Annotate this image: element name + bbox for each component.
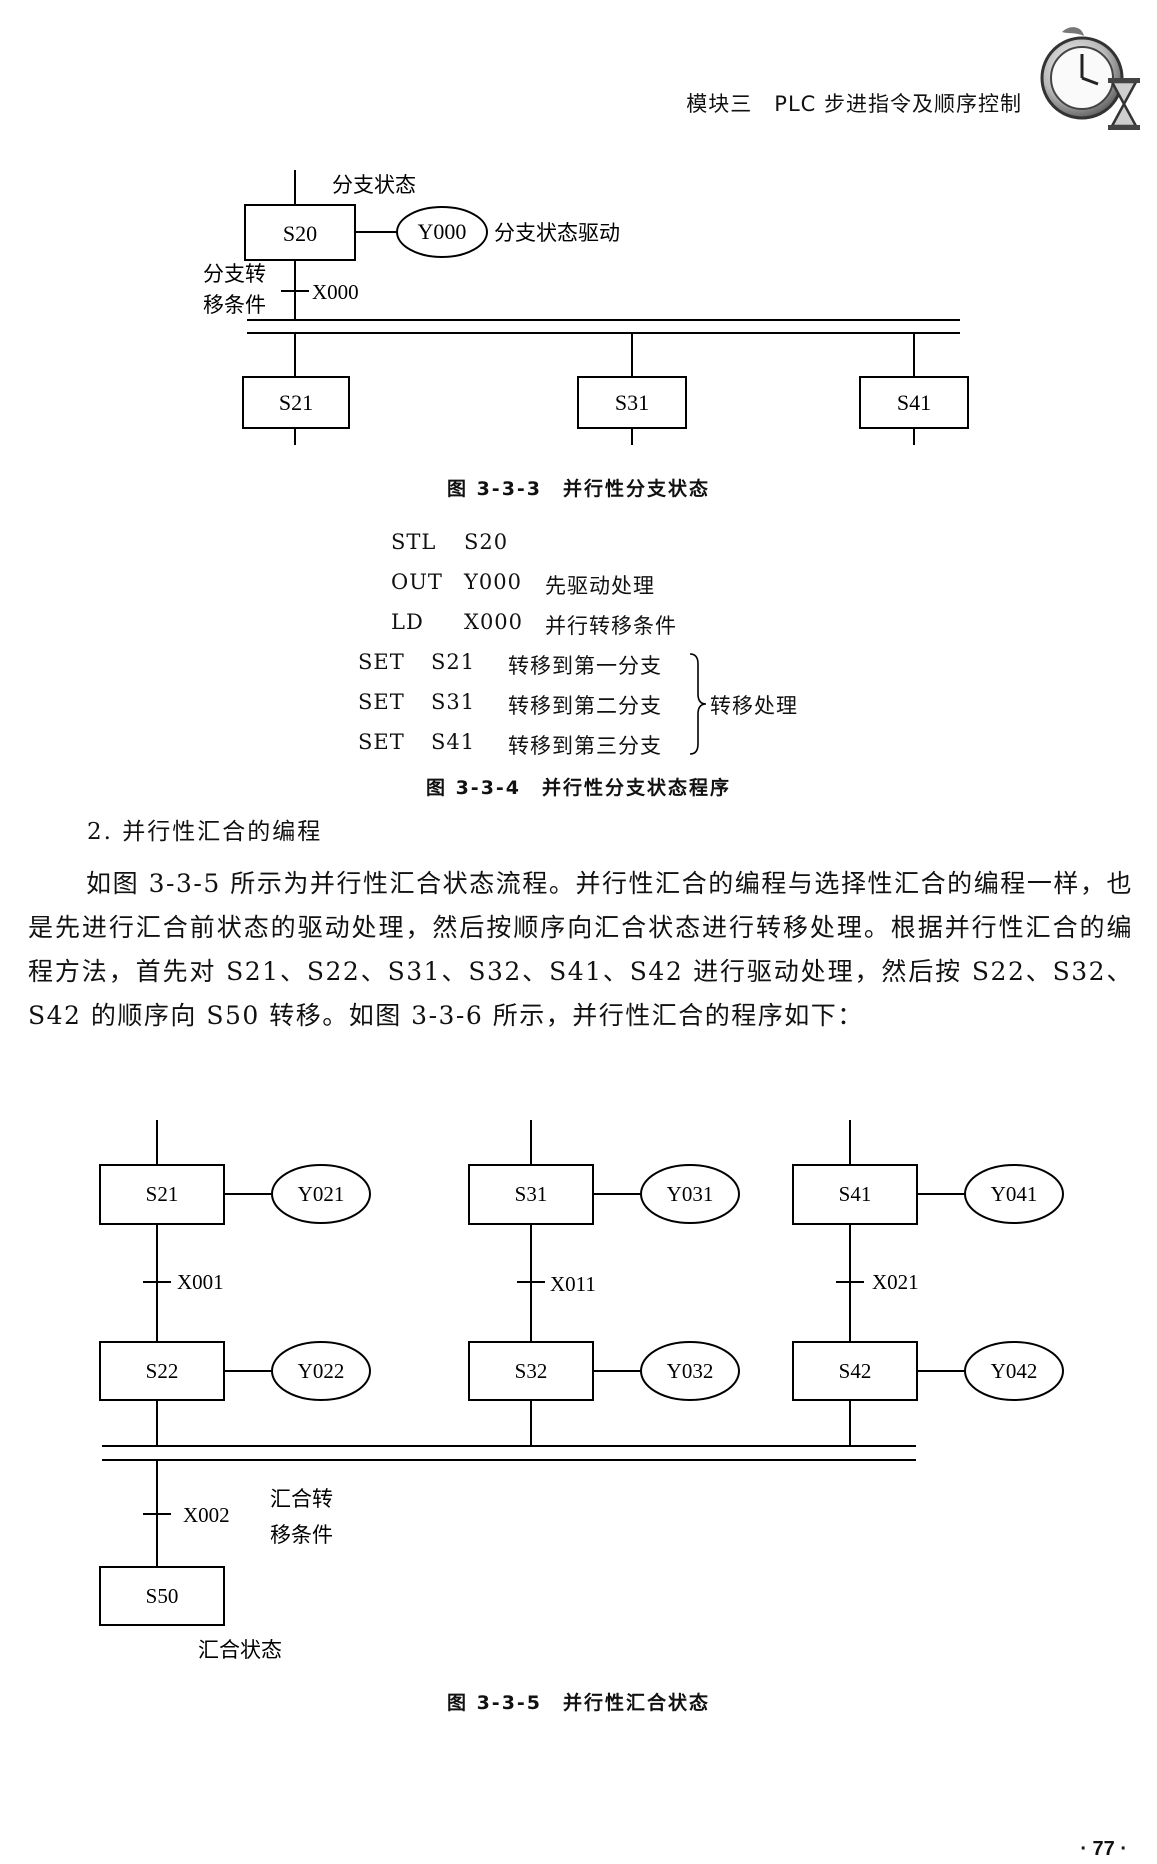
step-s41: S41 — [897, 390, 931, 415]
section-heading: 2. 并行性汇合的编程 — [87, 819, 323, 845]
code-op: SET — [358, 690, 405, 714]
code-op: SET — [358, 650, 405, 674]
code-op: LD — [391, 610, 424, 634]
code-comment: 转移到第二分支 — [508, 694, 662, 718]
code-arg: S31 — [431, 690, 476, 714]
right-brace-icon — [689, 653, 707, 755]
output-y042: Y042 — [991, 1359, 1038, 1383]
paragraph-text: 如图 3-3-5 所示为并行性汇合状态流程。并行性汇合的编程与选择性汇合的编程一… — [28, 869, 1133, 1030]
drive-label: 分支状态驱动 — [494, 221, 620, 245]
step-s42: S42 — [839, 1359, 872, 1383]
code-line-1: STL S20 — [391, 530, 507, 554]
code-line-2: OUT Y000 先驱动处理 — [391, 570, 654, 598]
clock-hourglass-icon — [1040, 27, 1140, 130]
step-s50: S50 — [146, 1584, 179, 1608]
cond-x021: X021 — [872, 1270, 919, 1294]
figure-caption-3-3-5: 图 3-3-5 并行性汇合状态 — [446, 1692, 711, 1714]
output-y000: Y000 — [418, 219, 467, 244]
output-y022: Y022 — [298, 1359, 345, 1383]
output-y021: Y021 — [298, 1182, 345, 1206]
output-y041: Y041 — [991, 1182, 1038, 1206]
merge-cond-label-1: 汇合转 — [270, 1487, 333, 1511]
code-comment: 并行转移条件 — [545, 614, 677, 638]
code-line-6: SET S41 转移到第三分支 — [358, 730, 661, 758]
code-op: SET — [358, 730, 405, 754]
code-arg: Y000 — [464, 570, 522, 594]
body-paragraph: 如图 3-3-5 所示为并行性汇合状态流程。并行性汇合的编程与选择性汇合的编程一… — [28, 862, 1133, 1038]
output-y031: Y031 — [667, 1182, 714, 1206]
step-s31: S31 — [515, 1182, 548, 1206]
code-comment: 转移到第三分支 — [508, 734, 662, 758]
output-y032: Y032 — [667, 1359, 714, 1383]
figure-caption-3-3-4: 图 3-3-4 并行性分支状态程序 — [425, 777, 732, 799]
code-op: STL — [391, 530, 437, 554]
code-comment: 先驱动处理 — [545, 574, 655, 598]
figure-caption-3-3-3: 图 3-3-3 并行性分支状态 — [446, 478, 711, 500]
step-s22: S22 — [146, 1359, 179, 1383]
cond-x011: X011 — [550, 1272, 596, 1296]
running-header: 模块三 PLC 步进指令及顺序控制 — [686, 92, 1022, 116]
parallel-merge-diagram: S21 Y021 X001 S22 Y022 S31 Y031 X011 S32… — [99, 1120, 1064, 1662]
merge-cond-label-2: 移条件 — [270, 1523, 333, 1547]
cond-label-2: 移条件 — [203, 293, 266, 317]
step-s32: S32 — [515, 1359, 548, 1383]
code-line-4: SET S21 转移到第一分支 — [358, 650, 661, 678]
parallel-branch-diagram: 分支状态 S20 Y000 分支状态驱动 分支转 移条件 X000 S21 S3… — [203, 170, 969, 445]
code-arg: X000 — [464, 610, 524, 634]
cond-label-1: 分支转 — [203, 262, 266, 286]
page-number: · 77 · — [1080, 1838, 1127, 1860]
step-s21: S21 — [279, 390, 313, 415]
code-arg: S20 — [464, 530, 509, 554]
cond-x001: X001 — [177, 1270, 224, 1294]
merge-state-label: 汇合状态 — [198, 1638, 282, 1662]
cond-x000: X000 — [312, 280, 359, 304]
step-s20: S20 — [283, 221, 317, 246]
cond-x002: X002 — [183, 1503, 230, 1527]
code-line-3: LD X000 并行转移条件 — [391, 610, 676, 638]
code-arg: S21 — [431, 650, 476, 674]
code-comment: 转移到第一分支 — [508, 654, 662, 678]
code-arg: S41 — [431, 730, 476, 754]
brace-label: 转移处理 — [710, 694, 798, 718]
branch-state-label: 分支状态 — [332, 173, 416, 197]
code-line-5: SET S31 转移到第二分支 — [358, 690, 661, 718]
step-s31: S31 — [615, 390, 649, 415]
step-s41: S41 — [839, 1182, 872, 1206]
code-op: OUT — [391, 570, 443, 594]
step-s21: S21 — [146, 1182, 179, 1206]
